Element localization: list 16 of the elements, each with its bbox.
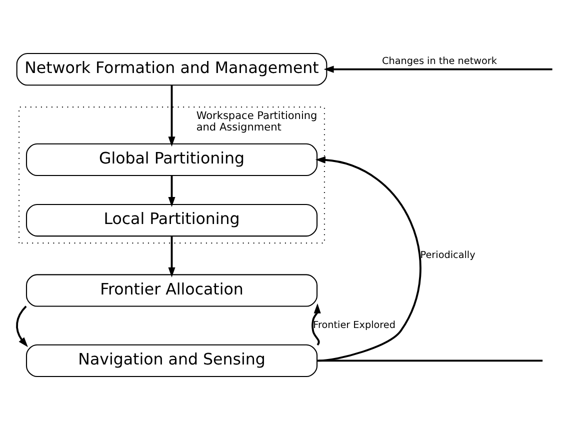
arrow [168, 236, 176, 277]
node-box: Local Partitioning [26, 203, 318, 236]
arrow [324, 65, 552, 72]
arrow [312, 302, 321, 345]
node-box: Navigation and Sensing [26, 344, 318, 377]
edge-label: Periodically [420, 249, 476, 260]
node-box: Network Formation and Management [16, 52, 328, 86]
arrow [168, 84, 176, 146]
edge-label: Frontier Explored [313, 320, 396, 331]
node-box: Global Partitioning [26, 142, 318, 176]
edge-label: Changes in the network [382, 55, 497, 66]
arrow [168, 175, 176, 207]
connector [317, 359, 543, 362]
arrow [315, 156, 422, 362]
arrow [16, 305, 28, 347]
node-box: Frontier Allocation [26, 274, 318, 306]
